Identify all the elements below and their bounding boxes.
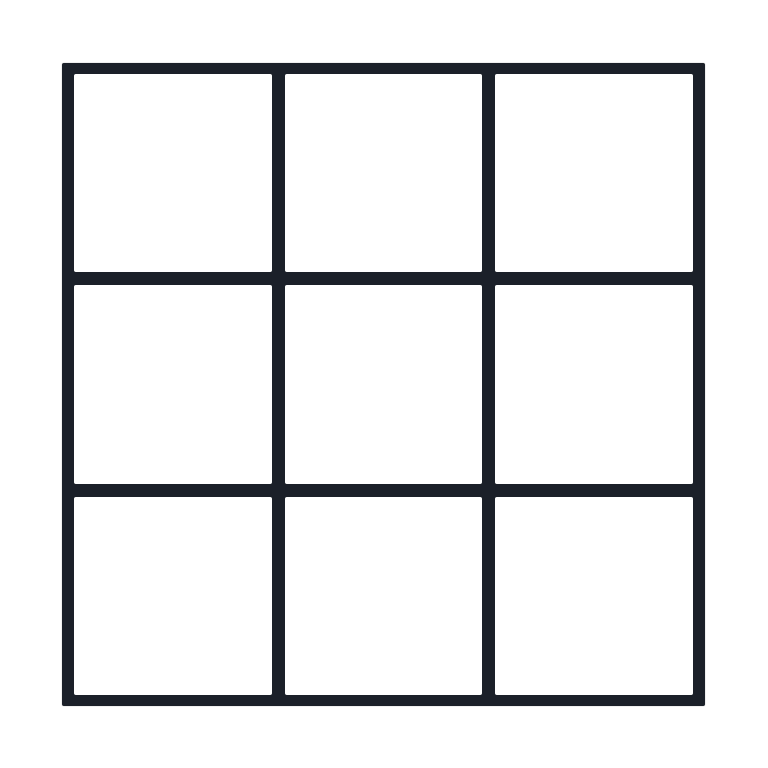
tic-tac-toe-board xyxy=(62,63,705,706)
board-cell-r3-c2[interactable] xyxy=(284,496,483,695)
board-cell-r1-c3[interactable] xyxy=(495,74,693,273)
board-cell-r2-c1[interactable] xyxy=(74,285,272,484)
board-cell-r3-c3[interactable] xyxy=(495,496,693,695)
board-cell-r1-c2[interactable] xyxy=(284,74,483,273)
board-cell-r2-c2[interactable] xyxy=(284,285,483,484)
board-cell-r3-c1[interactable] xyxy=(74,496,272,695)
board-cell-r1-c1[interactable] xyxy=(74,74,272,273)
board-cell-r2-c3[interactable] xyxy=(495,285,693,484)
